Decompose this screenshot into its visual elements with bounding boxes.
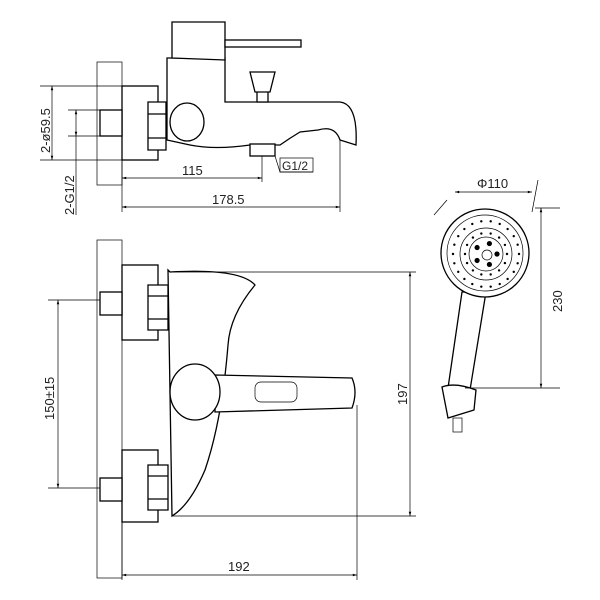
mixer-lobe [169, 102, 205, 142]
hex-nut-top [147, 284, 169, 331]
nozzle-dot [457, 270, 460, 274]
handle-lever [224, 39, 302, 48]
front-view: 150±15 197 192 [42, 239, 416, 580]
inlet-pipe-bottom [99, 477, 123, 502]
nozzle-dot [480, 220, 483, 223]
nozzle-dot [503, 243, 507, 247]
shower-holder [441, 384, 477, 419]
nozzle-dot [498, 222, 501, 226]
handle-cap [171, 21, 226, 61]
mixer-handle [169, 363, 221, 421]
nozzle-dot [497, 269, 501, 272]
inlet-pipe-top [99, 291, 123, 316]
nozzle-dot [474, 257, 480, 264]
nozzle-dot [505, 252, 509, 256]
shower-handle [447, 291, 487, 391]
lever-slot [254, 381, 298, 403]
nozzle-dot [463, 227, 466, 231]
nozzle-dot [471, 269, 475, 272]
nozzle-dot [497, 236, 501, 239]
nozzle-dot [480, 232, 483, 235]
wall-section [96, 239, 123, 579]
body-depth-label: 192 [228, 559, 250, 574]
nozzle-dot [457, 234, 460, 238]
nozzle-dot [465, 261, 469, 265]
nozzle-dot [471, 282, 474, 286]
head-diameter-label: Φ110 [477, 176, 508, 191]
hex-nut [147, 101, 167, 151]
spray-nozzles [451, 220, 521, 288]
outlet-connector [249, 143, 276, 157]
nozzle-dot [471, 236, 475, 239]
body-height-label: 197 [395, 383, 410, 405]
nozzle-dot [498, 282, 501, 286]
outlet-distance-label: 115 [182, 163, 203, 178]
nozzle-dot [516, 262, 519, 265]
hose-connector [452, 417, 463, 433]
nozzle-dot [486, 240, 492, 247]
hand-shower: Φ110 230 [433, 176, 565, 433]
hex-nut-bottom [147, 464, 169, 511]
nozzle-dot [489, 220, 492, 223]
spout-reach-label: 178.5 [212, 192, 245, 207]
diverter-knob [249, 71, 276, 103]
nozzle-dot [451, 252, 455, 256]
nozzle-dot [489, 285, 492, 288]
nozzle-dot [463, 252, 467, 256]
nozzle-dot [486, 261, 492, 268]
nozzle-dot [489, 273, 492, 276]
center-distance-label: 150±15 [42, 377, 57, 420]
nozzle-dot [512, 234, 515, 238]
inlet-thread-label: 2-G1/2 [62, 175, 77, 215]
nozzle-dot [516, 243, 519, 246]
nozzle-dot [517, 252, 521, 256]
handle-lever [214, 374, 356, 413]
nozzle-dot [480, 273, 483, 276]
length-label: 230 [550, 290, 565, 312]
faucet-body [166, 57, 357, 149]
outlet-thread-label: G1/2 [282, 159, 308, 173]
inlet-pipe [99, 109, 123, 137]
nozzle-dot [489, 232, 492, 235]
nozzle-dot [503, 261, 507, 265]
side-view: 2-ø59.5 2-G1/2 115 178.5 G1/2 [38, 21, 357, 215]
nozzle-dot [494, 251, 500, 257]
shower-head [440, 208, 530, 298]
nozzle-dot [480, 285, 483, 288]
nozzle-dot [512, 270, 515, 274]
nozzle-dot [463, 277, 466, 281]
nozzle-dot [453, 243, 456, 246]
nozzle-dot [471, 222, 474, 226]
nozzle-dot [453, 262, 456, 265]
nozzle-dot [506, 277, 509, 281]
nozzle-dot [474, 244, 480, 251]
nozzle-dot [506, 227, 509, 231]
nozzle-dot [465, 243, 469, 247]
flange-diameter-label: 2-ø59.5 [38, 108, 53, 153]
